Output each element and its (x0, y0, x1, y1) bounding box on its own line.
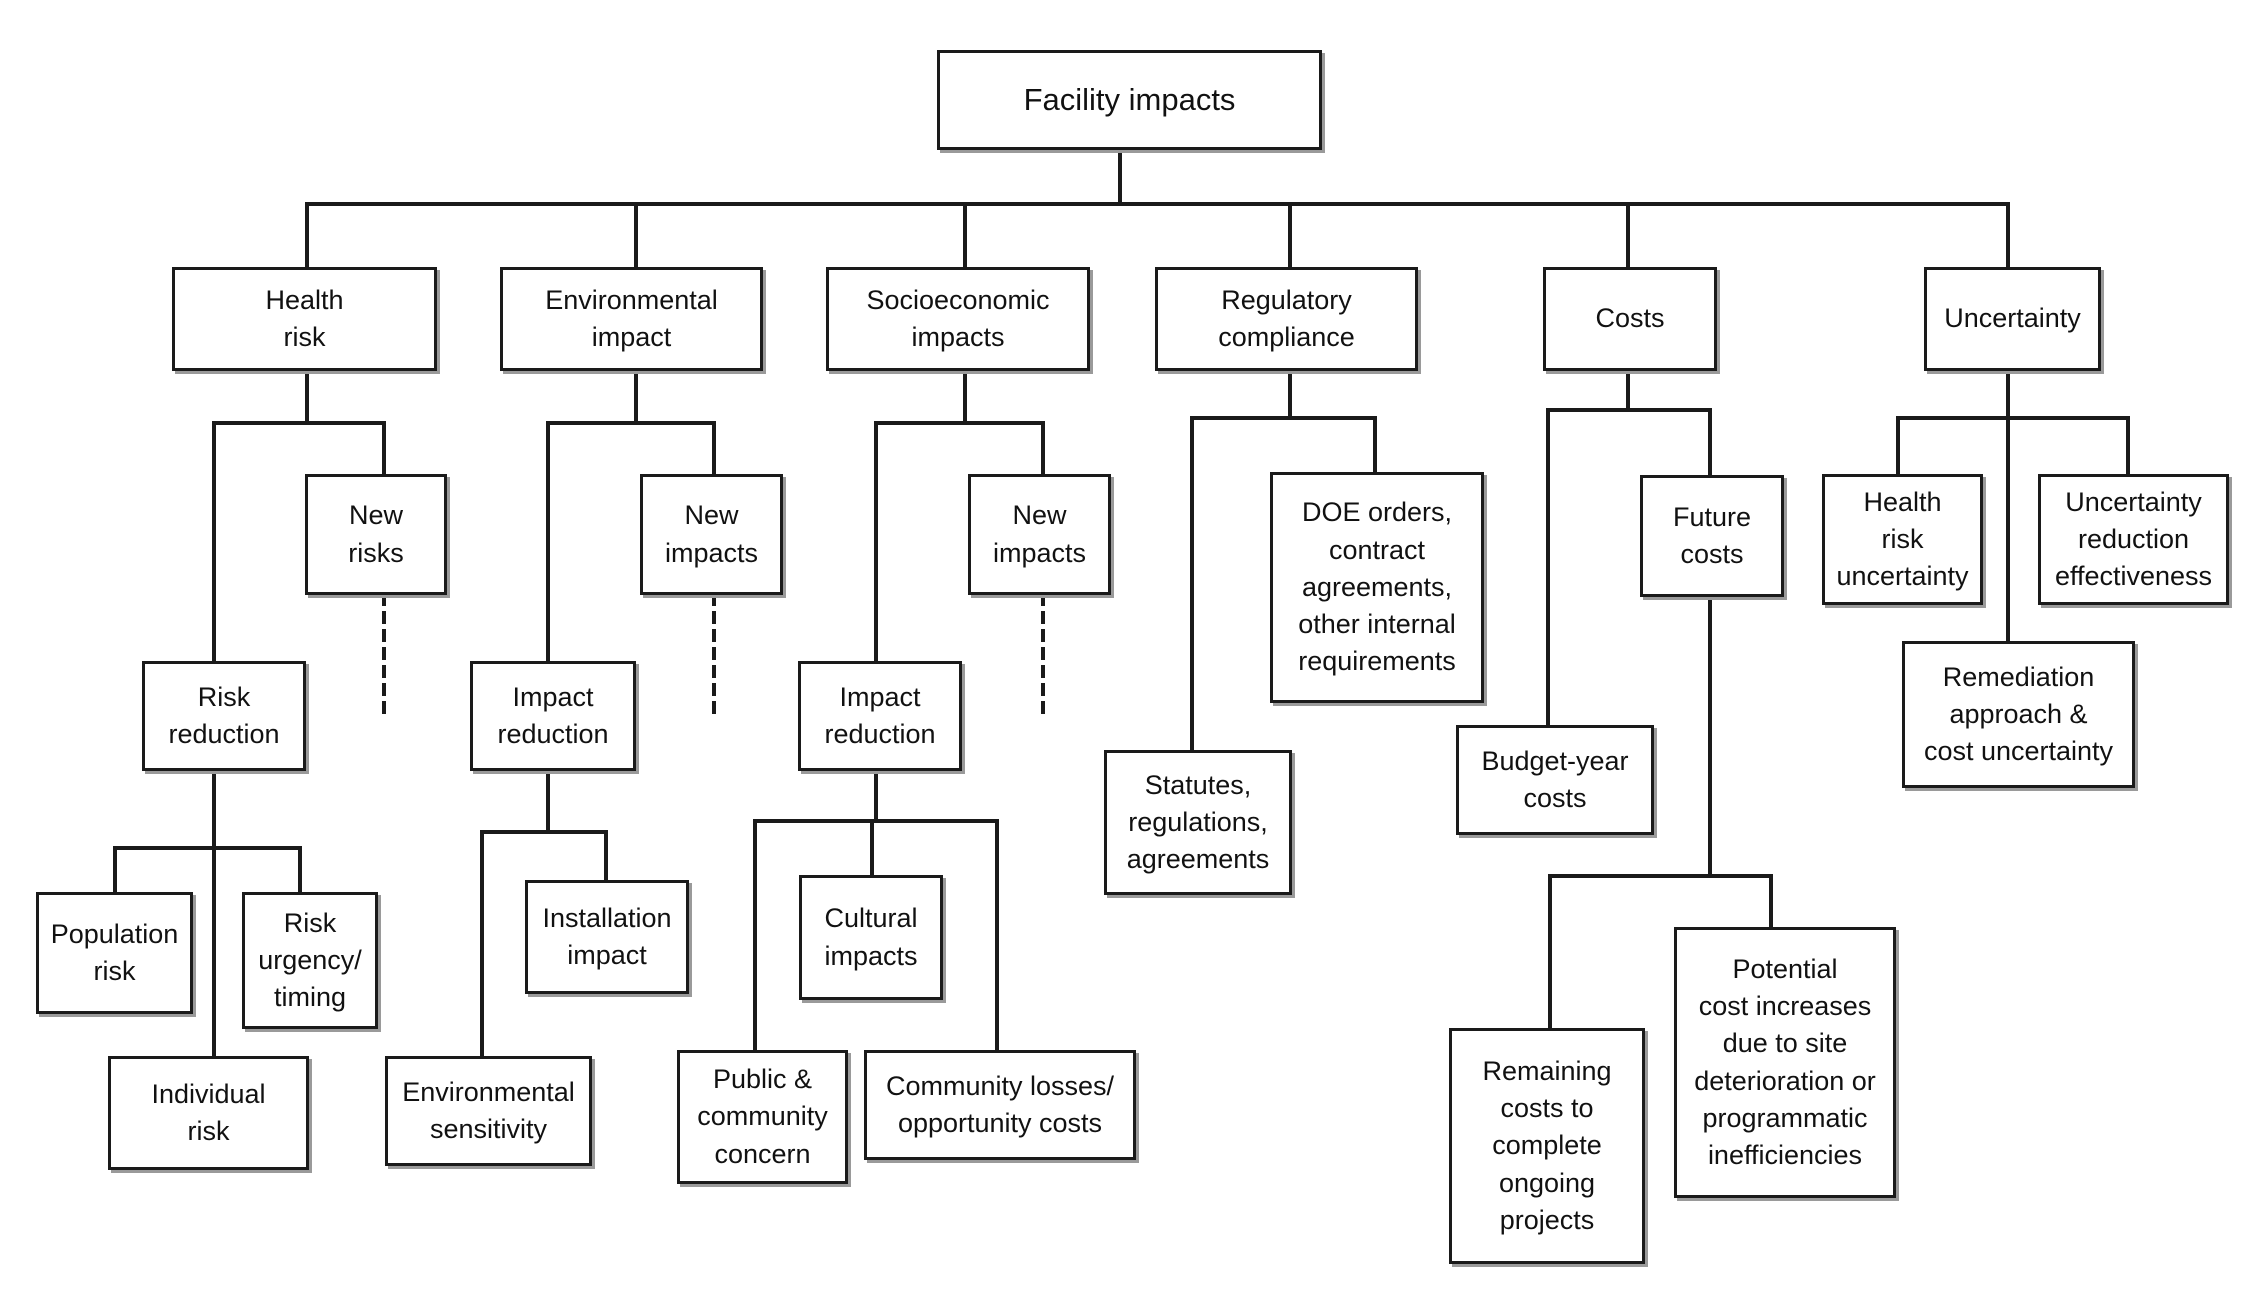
node-community-losses: Community losses/ opportunity costs (864, 1050, 1136, 1160)
node-impact-reduction-socioeconomic: Impact reduction (798, 661, 962, 771)
node-statutes-regulations: Statutes, regulations, agreements (1104, 750, 1292, 895)
node-budget-year-costs: Budget-year costs (1456, 725, 1654, 835)
node-risk-urgency-timing: Risk urgency/ timing (242, 892, 378, 1029)
node-individual-risk: Individual risk (108, 1056, 309, 1170)
node-installation-impact: Installation impact (525, 880, 689, 994)
node-future-costs: Future costs (1640, 475, 1784, 597)
node-new-impacts-environmental: New impacts (640, 474, 783, 595)
node-doe-orders: DOE orders, contract agreements, other i… (1270, 472, 1484, 703)
node-environmental-impact: Environmental impact (500, 267, 763, 371)
node-uncertainty-reduction-effectiveness: Uncertainty reduction effectiveness (2038, 474, 2229, 605)
node-public-community-concern: Public & community concern (677, 1050, 848, 1184)
node-cultural-impacts: Cultural impacts (799, 875, 943, 1000)
node-remediation-cost-uncertainty: Remediation approach & cost uncertainty (1902, 641, 2135, 788)
node-health-risk-uncertainty: Health risk uncertainty (1822, 474, 1983, 605)
node-health-risk: Health risk (172, 267, 437, 371)
node-new-risks: New risks (305, 474, 447, 595)
node-uncertainty: Uncertainty (1924, 267, 2101, 371)
node-socioeconomic-impacts: Socioeconomic impacts (826, 267, 1090, 371)
node-potential-cost-increases: Potential cost increases due to site det… (1674, 927, 1896, 1198)
node-population-risk: Population risk (36, 892, 193, 1014)
node-impact-reduction-environmental: Impact reduction (470, 661, 636, 771)
node-environmental-sensitivity: Environmental sensitivity (385, 1056, 592, 1166)
node-new-impacts-socioeconomic: New impacts (968, 474, 1111, 595)
node-remaining-costs: Remaining costs to complete ongoing proj… (1449, 1028, 1645, 1264)
node-risk-reduction: Risk reduction (142, 661, 306, 771)
node-facility-impacts: Facility impacts (937, 50, 1322, 150)
node-regulatory-compliance: Regulatory compliance (1155, 267, 1418, 371)
node-costs: Costs (1543, 267, 1717, 371)
